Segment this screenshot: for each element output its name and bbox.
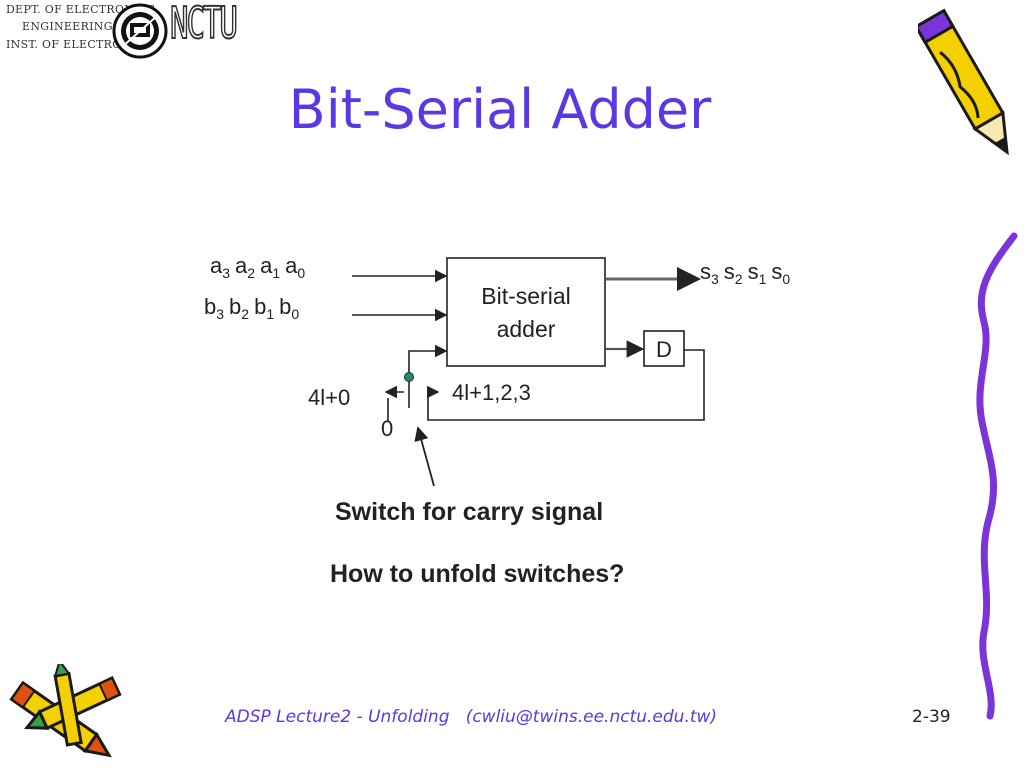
nctu-seal-icon [112,3,168,59]
adder-label-2: adder [497,316,556,342]
switch-right-label: 4l+1,2,3 [452,380,531,405]
caption-pointer [414,426,435,487]
unfold-question: How to unfold switches? [330,560,624,588]
pencil-icon [918,8,1009,156]
zero-label: 0 [381,416,393,441]
institution-logo: DEPT. OF ELECTRONICS ENGINEERING & INST.… [0,0,240,62]
nctu-wordmark: NCTU [169,0,238,50]
feedback-wire [427,349,705,421]
switch-caption: Switch for carry signal [335,498,603,526]
switch-left-label: 4l+0 [308,385,350,410]
delay-label: D [656,337,672,362]
logo-line-1: DEPT. OF ELECTRONICS [6,3,156,16]
adder-box [446,257,606,367]
switch-node [404,372,414,382]
crayon-icon [9,664,122,758]
footer-text: ADSP Lecture2 - Unfolding (cwliu@twins.e… [225,707,718,727]
logo-line-2: ENGINEERING & [22,20,127,33]
adder-label-1: Bit-serial [481,283,570,309]
switch-to-adder-wire [408,344,448,377]
delay-box [643,330,685,367]
slide-title: Bit-Serial Adder [288,78,712,141]
page-number: 2-39 [912,707,951,727]
wavy-border-icon [976,232,1018,720]
